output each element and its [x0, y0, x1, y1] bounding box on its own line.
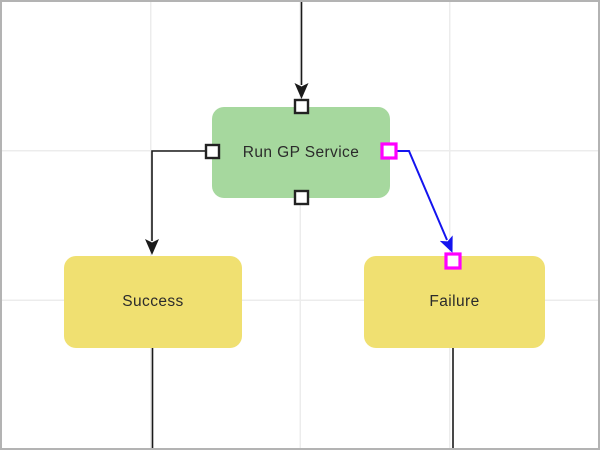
success-node-shape[interactable] — [64, 256, 242, 348]
port-process-left[interactable] — [204, 143, 221, 160]
port-failure-top-selected[interactable] — [444, 252, 462, 270]
failure-node-shape[interactable] — [364, 256, 545, 348]
port-process-bottom[interactable] — [293, 189, 310, 206]
link-process-to-success[interactable] — [145, 150, 214, 255]
process-node-shape[interactable] — [212, 107, 390, 198]
port-process-right-selected[interactable] — [380, 142, 398, 160]
link-process-to-failure-selected[interactable] — [396, 150, 453, 253]
port-process-top[interactable] — [293, 98, 310, 115]
